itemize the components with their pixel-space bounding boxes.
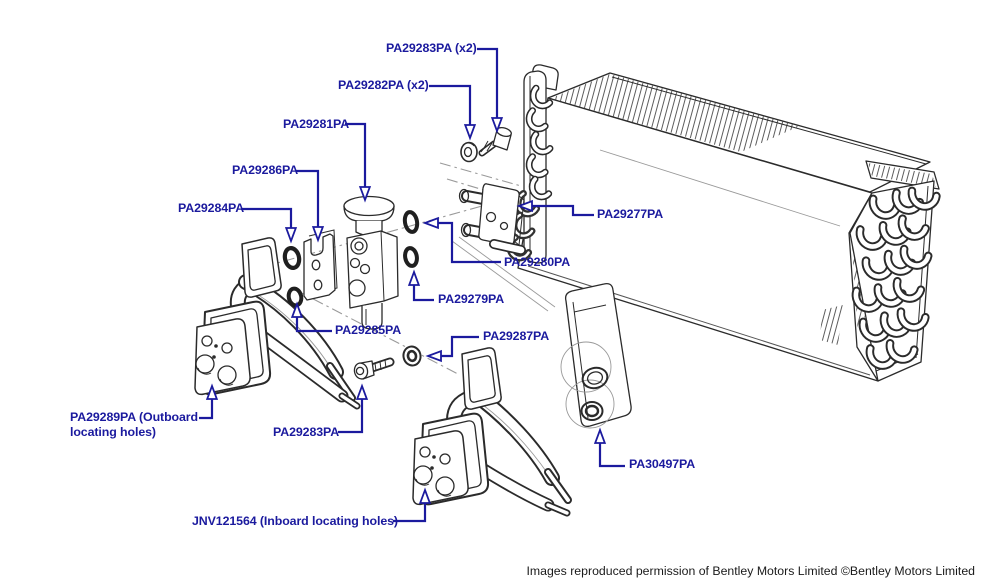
- part-label-pa29286pa: PA29286PA: [232, 163, 299, 177]
- valve-mounting-plate: [303, 229, 338, 301]
- part-label-pa29283pa-top: PA29283PA (x2): [386, 41, 477, 55]
- part-label-pa29277pa: PA29277PA: [597, 207, 664, 221]
- part-label-pa29285pa: PA29285PA: [335, 323, 402, 337]
- top-bolt: [478, 126, 512, 157]
- part-label-pa29280pa: PA29280PA: [504, 255, 571, 269]
- part-label-jnv121564: JNV121564 (Inboard locating holes): [192, 514, 398, 528]
- part-label-pa29281pa: PA29281PA: [283, 117, 350, 131]
- part-label-pa29284pa: PA29284PA: [178, 201, 245, 215]
- leader-pa29279pa: [407, 269, 434, 302]
- leader-pa29289pa: [199, 383, 219, 420]
- leader-pa29287pa: [425, 335, 479, 363]
- leader-pa29284pa: [241, 207, 298, 244]
- leader-pa29286pa: [296, 169, 325, 243]
- part-label-pa29283pa-bottom: PA29283PA: [273, 425, 340, 439]
- part-label-pa29287pa: PA29287PA: [483, 329, 550, 343]
- leader-pa29282pa: [429, 84, 477, 141]
- o-ring-pa29284pa: [282, 246, 302, 270]
- part-label-pa30497pa: PA30497PA: [629, 457, 696, 471]
- outboard-pipe-assembly: [194, 237, 361, 410]
- o-ring-pa29285pa: [286, 286, 304, 308]
- inboard-pipe-assembly: [412, 347, 572, 517]
- leader-pa29283pa-bottom: [338, 383, 369, 434]
- part-label-pa29282pa: PA29282PA (x2): [338, 78, 429, 92]
- copyright-text: Images reproduced permission of Bentley …: [526, 564, 975, 578]
- part-label-pa29289pa: PA29289PA (Outboard locating holes): [70, 410, 199, 439]
- lower-bolt: [353, 357, 395, 380]
- leader-pa29283pa-top: [477, 47, 504, 134]
- leader-pa29285pa: [290, 301, 332, 333]
- leader-lines: [199, 47, 625, 523]
- pipe-union-bracket: [458, 183, 526, 255]
- blanking-gasket: [560, 282, 632, 429]
- o-ring-pa29279pa: [403, 246, 419, 268]
- part-label-pa29279pa: PA29279PA: [438, 292, 505, 306]
- leader-jnv121564: [393, 487, 432, 523]
- leader-pa29280pa: [422, 216, 501, 264]
- evaporator-core: [508, 64, 939, 382]
- top-washer: [460, 141, 478, 163]
- leader-pa29281pa: [345, 122, 372, 203]
- leader-pa29277pa: [516, 199, 594, 217]
- expansion-valve: [343, 195, 399, 330]
- leader-pa30497pa: [593, 427, 625, 468]
- lower-washer: [402, 345, 422, 367]
- o-ring-pa29280pa: [402, 210, 420, 234]
